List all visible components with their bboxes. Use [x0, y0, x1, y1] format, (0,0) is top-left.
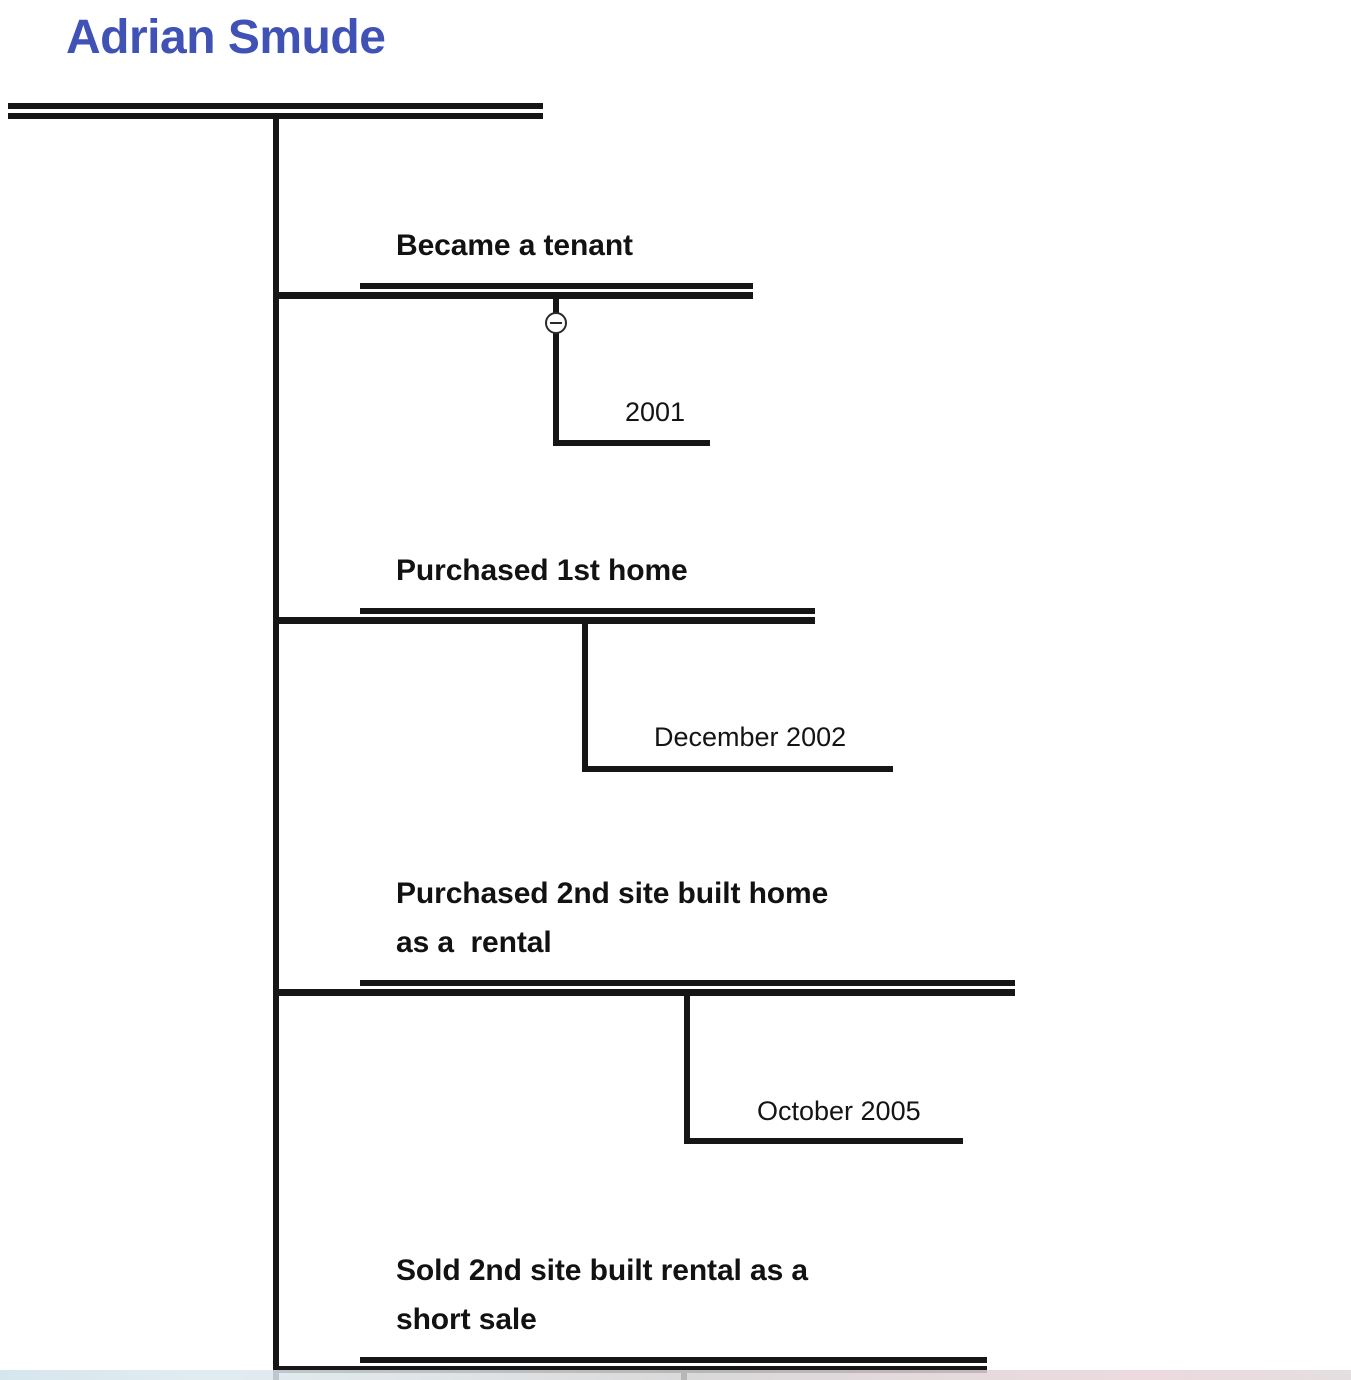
- date-stem: [684, 989, 690, 1144]
- milestone-date: 2001: [625, 397, 686, 427]
- date-stem-foot: [582, 766, 893, 772]
- milestone-bar-top-rule: [360, 1357, 987, 1363]
- milestone-label: Purchased 2nd site built home as a renta…: [396, 877, 829, 959]
- milestone-bar-top-rule: [360, 608, 815, 614]
- milestone-label: Sold 2nd site built rental as a short sa…: [396, 1254, 808, 1336]
- timeline-spine: [273, 117, 279, 1380]
- root-bar-bottom-rule: [8, 113, 543, 119]
- milestone-bar-top-rule: [360, 980, 1015, 986]
- milestone-bar-top-rule: [360, 283, 753, 289]
- date-stem-foot: [553, 440, 710, 446]
- page-title: Adrian Smude: [66, 11, 386, 64]
- milestone-label: Became a tenant: [396, 229, 633, 262]
- bottom-gradient-strip: [0, 1370, 1351, 1380]
- milestone-bar-bottom-rule: [273, 1366, 987, 1373]
- milestone-date: December 2002: [654, 722, 847, 752]
- milestone-bar-bottom-rule: [273, 989, 1015, 996]
- root-bar-top-rule: [8, 103, 543, 109]
- date-stem-foot: [684, 1138, 963, 1144]
- milestone-label: Purchased 1st home: [396, 554, 688, 587]
- milestone-bar-bottom-rule: [273, 292, 753, 299]
- date-stem: [553, 292, 559, 446]
- date-stem: [582, 617, 588, 772]
- milestone-bar-bottom-rule: [273, 617, 815, 624]
- circle-minus-icon[interactable]: [545, 312, 567, 334]
- milestone-date: October 2005: [757, 1096, 921, 1126]
